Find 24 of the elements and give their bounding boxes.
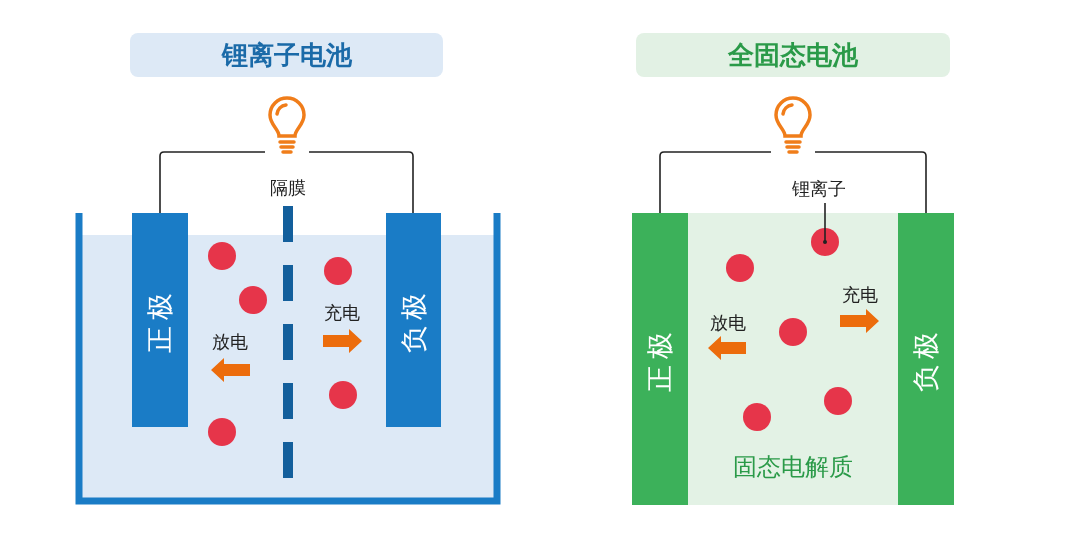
ion-dot xyxy=(811,228,839,256)
wire xyxy=(308,151,414,214)
electrolyte-panel xyxy=(688,213,898,505)
electrode-label: 负极 xyxy=(909,326,942,392)
direction-label: 放电 xyxy=(212,330,248,354)
electrode-label: 负极 xyxy=(396,287,430,353)
direction-label: 放电 xyxy=(710,311,746,335)
electrode-bar xyxy=(132,213,188,427)
electrode-bar xyxy=(386,213,441,427)
title-box: 锂离子电池 xyxy=(130,33,443,77)
electrode-bar xyxy=(632,213,688,505)
electrode-label: 正极 xyxy=(643,326,676,392)
separator-label: 隔膜 xyxy=(270,176,306,200)
direction-label: 充电 xyxy=(842,283,878,307)
ion-label: 锂离子 xyxy=(792,177,858,201)
electrolyte-label: 固态电解质 xyxy=(733,452,853,483)
title-box: 全固态电池 xyxy=(636,33,950,77)
electrode-bar xyxy=(898,213,954,505)
electrode-label: 正极 xyxy=(143,287,176,353)
leader-line xyxy=(823,202,827,244)
direction-label: 充电 xyxy=(324,301,360,325)
wire xyxy=(159,151,266,214)
wire xyxy=(659,151,772,214)
wire xyxy=(814,151,927,214)
